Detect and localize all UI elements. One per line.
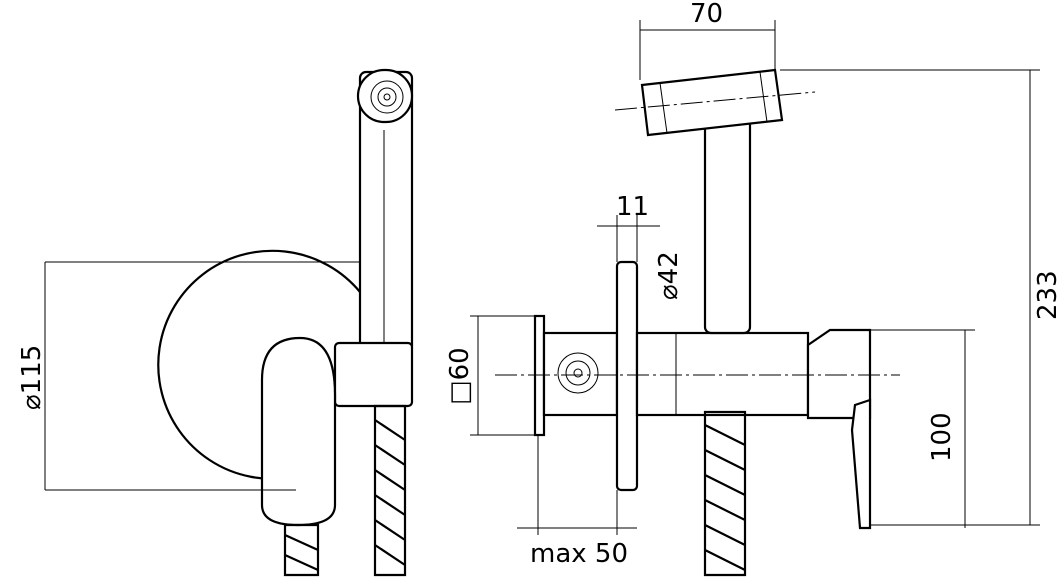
cartridge-icon: [557, 352, 599, 394]
dim-rosette-diameter: ⌀115: [17, 345, 47, 410]
dim-max-depth: max 50: [530, 539, 628, 569]
dim-plate-thickness: 11: [616, 192, 649, 222]
dim-total-height: 233: [1033, 270, 1060, 320]
dim-body-diameter: ⌀42: [654, 251, 684, 300]
hose-left: [283, 523, 320, 577]
front-view: ⌀115: [17, 68, 414, 577]
shower-tube-side: [703, 113, 752, 335]
side-view: 70 11 ⌀42 □60 233 100 max 50: [445, 0, 1060, 577]
hose: [373, 404, 407, 577]
spray-nozzles-icon: [370, 80, 404, 114]
shower-head: [356, 68, 414, 124]
dim-square-plate: □60: [445, 347, 475, 405]
body-inner: [542, 331, 619, 417]
dim-head-width: 70: [690, 0, 723, 29]
lever-handle: [260, 336, 337, 527]
lever-block: [806, 328, 872, 420]
rosette-circle: [157, 249, 361, 480]
mixer-body: [635, 331, 810, 417]
holder-block: [333, 341, 414, 408]
lever-side: [850, 398, 872, 530]
hose-side: [703, 410, 747, 577]
dim-lever-height: 100: [927, 412, 957, 462]
wall-plate: [615, 260, 639, 492]
shower-head-side: [640, 68, 784, 137]
